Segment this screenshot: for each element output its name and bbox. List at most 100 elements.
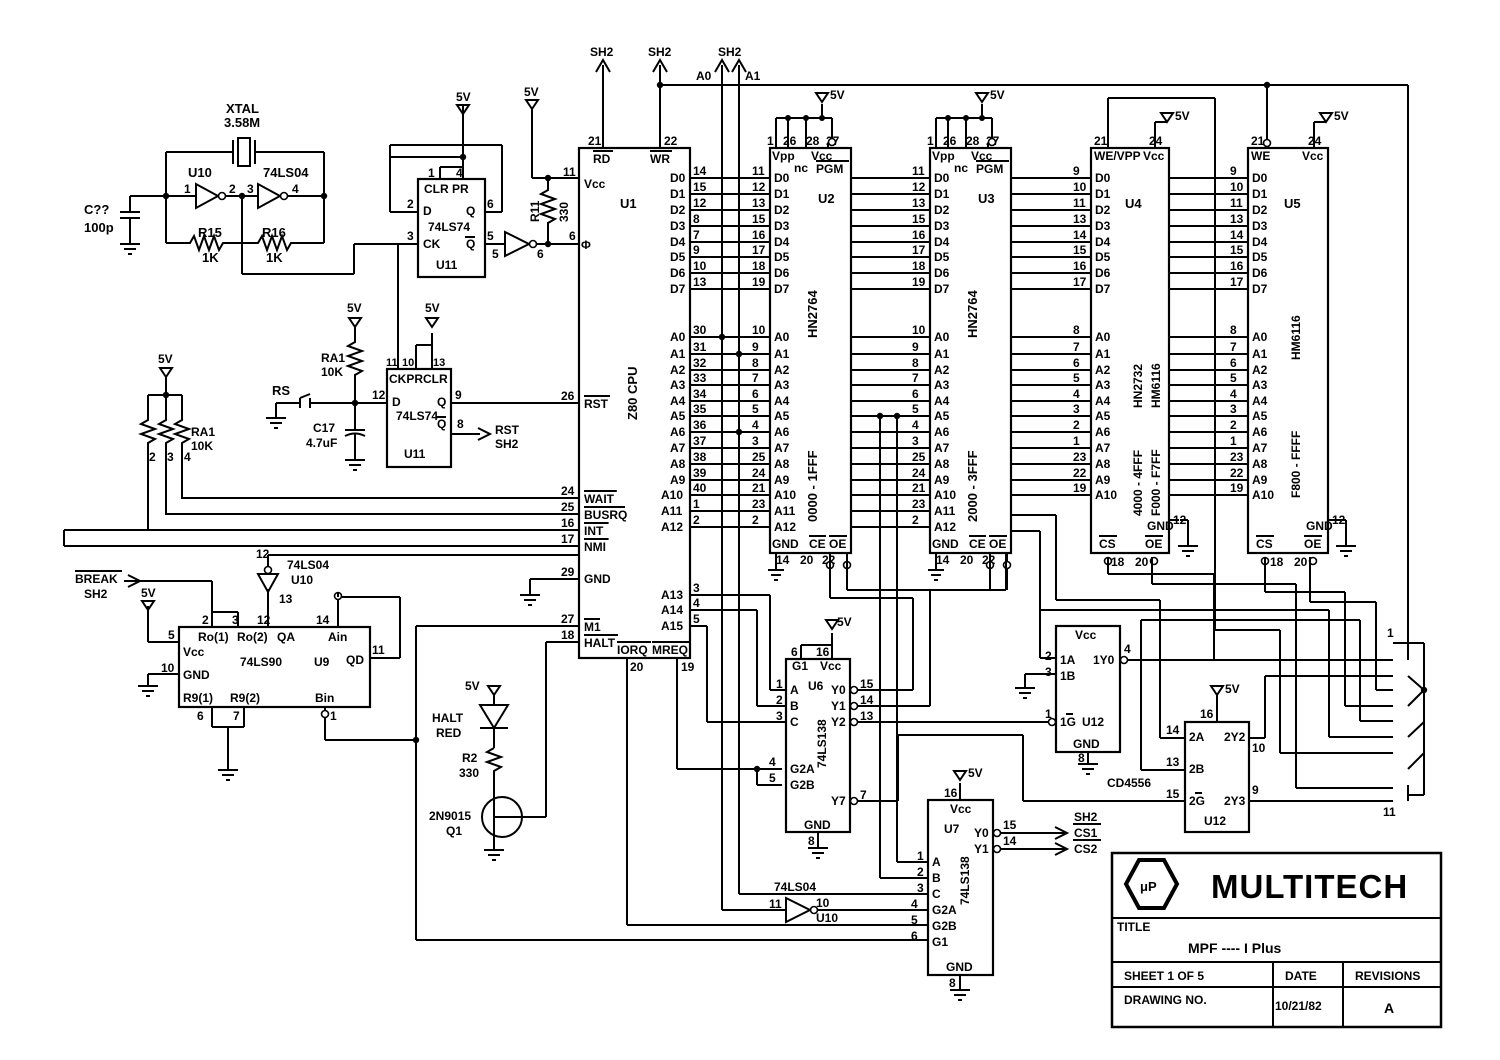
svg-text:DATE: DATE (1285, 969, 1317, 983)
vcc-label: Vcc (811, 149, 833, 163)
u4-pins-pin: 6 (1073, 356, 1080, 370)
svg-text:SH2: SH2 (648, 45, 672, 59)
svg-text:SH2: SH2 (84, 587, 108, 601)
gnd-label: GND (1306, 519, 1333, 533)
svg-text:Q: Q (466, 237, 475, 251)
u1-mreq: MREQ (652, 643, 688, 657)
svg-text:22: 22 (664, 134, 678, 148)
u1-pin: 39 (693, 466, 707, 480)
u4-pins-d6: D6 (1095, 266, 1111, 280)
top-pin: 26 (943, 134, 957, 148)
vcc-ff1: 5V (455, 90, 471, 116)
u5-pins-pin: 7 (1230, 340, 1237, 354)
u3-pins-pin: 16 (912, 228, 926, 242)
u2-pins-d5: D5 (774, 250, 790, 264)
u1-a10: A10 (661, 488, 683, 502)
u1-a3: A3 (670, 378, 686, 392)
svg-text:5: 5 (492, 247, 499, 261)
u3-pins-pin: 5 (912, 402, 919, 416)
u5-pins-a6: A6 (1252, 425, 1268, 439)
top-pin: 28 (966, 134, 980, 148)
svg-text:U12: U12 (1204, 814, 1226, 828)
svg-text:RA1: RA1 (321, 351, 345, 365)
bot-pin: 20 (960, 553, 974, 567)
drawing-title: MPF ---- I Plus (1188, 940, 1282, 956)
u1-pin: 31 (693, 340, 707, 354)
u4-pins-pin: 11 (1073, 196, 1086, 210)
u1-a12: A12 (661, 520, 683, 534)
svg-text:27: 27 (561, 612, 575, 626)
svg-text:15: 15 (1003, 818, 1017, 832)
svg-text:9: 9 (1252, 783, 1259, 797)
vcc-5v: 5V (1175, 109, 1190, 123)
svg-text:2: 2 (776, 693, 783, 707)
u3-pins-pin: 17 (912, 243, 926, 257)
svg-text:U6: U6 (808, 679, 824, 693)
svg-text:B: B (932, 871, 941, 885)
data-address-bus (690, 177, 1248, 528)
u2-pins-d3: D3 (774, 219, 790, 233)
svg-text:1Y0: 1Y0 (1093, 653, 1115, 667)
u4-range1: 4000 - 4FFF (1131, 450, 1145, 516)
svg-text:10: 10 (402, 357, 414, 369)
svg-text:GND: GND (183, 668, 210, 682)
svg-text:U7: U7 (944, 822, 960, 836)
u4-pins-d7: D7 (1095, 282, 1111, 296)
svg-text:5V: 5V (158, 352, 173, 366)
u3-pins-d2: D2 (934, 203, 950, 217)
cs-label: CS (1256, 537, 1273, 551)
svg-text:20: 20 (630, 660, 644, 674)
u3-pins-d0: D0 (934, 171, 950, 185)
u2-pins-pin: 12 (752, 180, 766, 194)
u2-pins-pin: 25 (752, 450, 766, 464)
u5-pins-d6: D6 (1252, 266, 1268, 280)
u4-pins-a4: A4 (1095, 394, 1111, 408)
address-range: 0000 - 1FFF (805, 450, 820, 522)
svg-text:REVISIONS: REVISIONS (1355, 969, 1420, 983)
u2-pins-d6: D6 (774, 266, 790, 280)
svg-text:Q: Q (466, 204, 475, 218)
svg-text:CS2: CS2 (1074, 842, 1098, 856)
u7-74ls138: Vcc U7 74LS138 A B C G2A G2B G1 GND Y0 Y… (416, 337, 1101, 1001)
svg-text:3: 3 (917, 881, 924, 895)
svg-text:1: 1 (428, 166, 435, 180)
svg-text:6: 6 (569, 229, 576, 243)
svg-text:RA1: RA1 (191, 425, 215, 439)
u2-pins-a1: A1 (774, 347, 790, 361)
svg-text:Ain: Ain (328, 630, 347, 644)
u4-pins-a7: A7 (1095, 441, 1111, 455)
svg-text:5V: 5V (1225, 682, 1240, 696)
u4-pins-d1: D1 (1095, 187, 1111, 201)
u3-pins-a12: A12 (934, 520, 956, 534)
svg-text:R15: R15 (198, 225, 222, 240)
u4-pins-d3: D3 (1095, 219, 1111, 233)
svg-text:DRAWING NO.: DRAWING NO. (1124, 993, 1207, 1007)
u4-pins-pin: 16 (1073, 259, 1087, 273)
top-connectors: SH2 21 SH2 22 SH2 A0 A1 (588, 45, 1409, 650)
svg-text:74LS90: 74LS90 (240, 655, 282, 669)
svg-text:A1: A1 (745, 69, 761, 83)
u4-pins-pin: 23 (1073, 450, 1087, 464)
u3-pins-pin: 12 (912, 180, 926, 194)
svg-text:11: 11 (769, 897, 782, 911)
u5-pins-pin: 1 (1230, 434, 1237, 448)
svg-text:Vcc: Vcc (183, 645, 205, 659)
svg-text:3.58M: 3.58M (224, 115, 260, 130)
u2-pins-pin: 16 (752, 228, 766, 242)
u5-range: F800 - FFFF (1289, 431, 1303, 498)
u5-pins-pin: 10 (1230, 180, 1244, 194)
svg-text:2Y2: 2Y2 (1224, 730, 1246, 744)
reset-circuit: 5V RA1 10K RS C17 4.7uF (266, 301, 387, 471)
svg-text:R9(2): R9(2) (230, 691, 260, 705)
top-pin: 1 (927, 134, 934, 148)
top-pin: 28 (806, 134, 820, 148)
u4-pins-a3: A3 (1095, 378, 1111, 392)
u5-pins-d3: D3 (1252, 219, 1268, 233)
u4-pins-d5: D5 (1095, 250, 1111, 264)
company-name: MULTITECH (1211, 868, 1408, 905)
svg-text:13: 13 (279, 592, 293, 606)
u4-pins-a0: A0 (1095, 330, 1111, 344)
u2-pins-a9: A9 (774, 473, 790, 487)
bot-pin: 14 (776, 553, 790, 567)
svg-text:C17: C17 (313, 421, 335, 435)
